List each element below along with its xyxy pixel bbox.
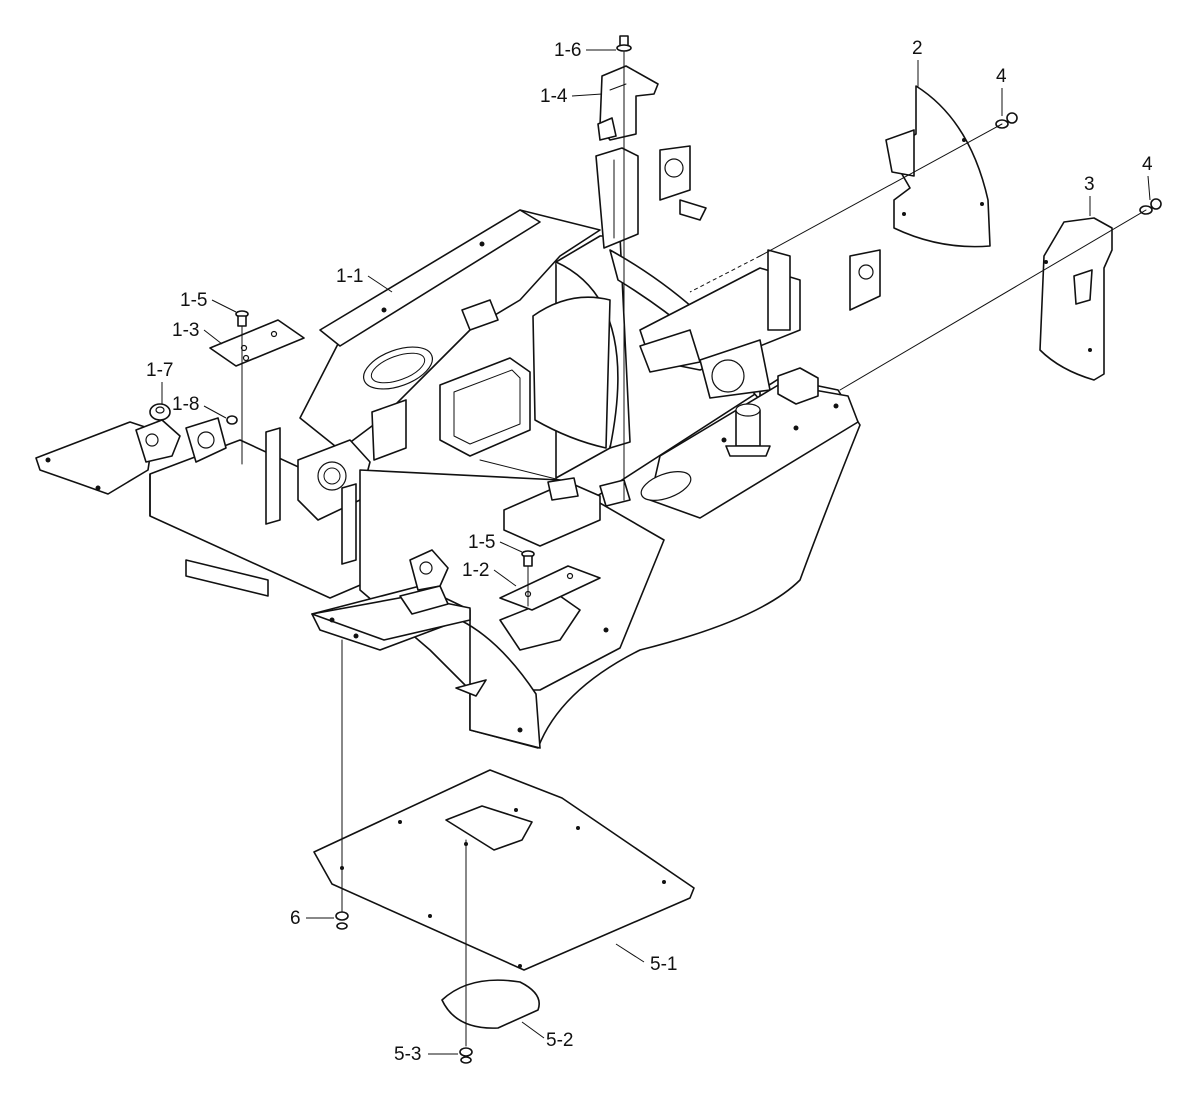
- callout-1-2: 1-2: [462, 560, 489, 581]
- callout-1-6: 1-6: [554, 40, 581, 61]
- cover-2: [885, 85, 991, 248]
- bracket-1-4: [597, 65, 659, 141]
- callout-1-3: 1-3: [172, 320, 199, 341]
- cover-5-2: [441, 979, 540, 1029]
- callout-1-7: 1-7: [146, 360, 173, 381]
- assembly-lines: [241, 59, 1147, 1047]
- plate-1-2: [499, 565, 601, 611]
- bushing-1-7: [149, 403, 171, 421]
- main-frame: [35, 145, 881, 749]
- callout-1-5-center: 1-5: [468, 532, 495, 553]
- bolt-1-5-left: [235, 310, 249, 327]
- cover-3: [1039, 217, 1113, 381]
- bolt-1-5-center: [521, 550, 535, 567]
- callout-1-1: 1-1: [336, 266, 363, 287]
- callout-6: 6: [290, 908, 301, 929]
- callout-5-1: 5-1: [650, 954, 677, 975]
- bolt-6: [335, 911, 349, 930]
- callout-5-3: 5-3: [394, 1044, 421, 1065]
- callout-5-2: 5-2: [546, 1030, 573, 1051]
- callout-4-right: 4: [1142, 154, 1153, 175]
- bolt-1-8: [226, 415, 238, 425]
- undercover-5-1: [313, 769, 695, 971]
- plate-1-3: [209, 319, 305, 367]
- callout-2: 2: [912, 38, 923, 59]
- bolt-1-6: [616, 35, 632, 65]
- callouts: 1-6 1-4 2 4 3 4 1-1 1-5 1-3 1-7 1-8 1-5 …: [146, 38, 1153, 1065]
- callout-1-8: 1-8: [172, 394, 199, 415]
- callout-1-4: 1-4: [540, 86, 568, 107]
- callout-4-top: 4: [996, 66, 1007, 87]
- callout-3: 3: [1084, 174, 1095, 195]
- bolt-5-3: [459, 1047, 473, 1064]
- callout-1-5-left: 1-5: [180, 290, 207, 311]
